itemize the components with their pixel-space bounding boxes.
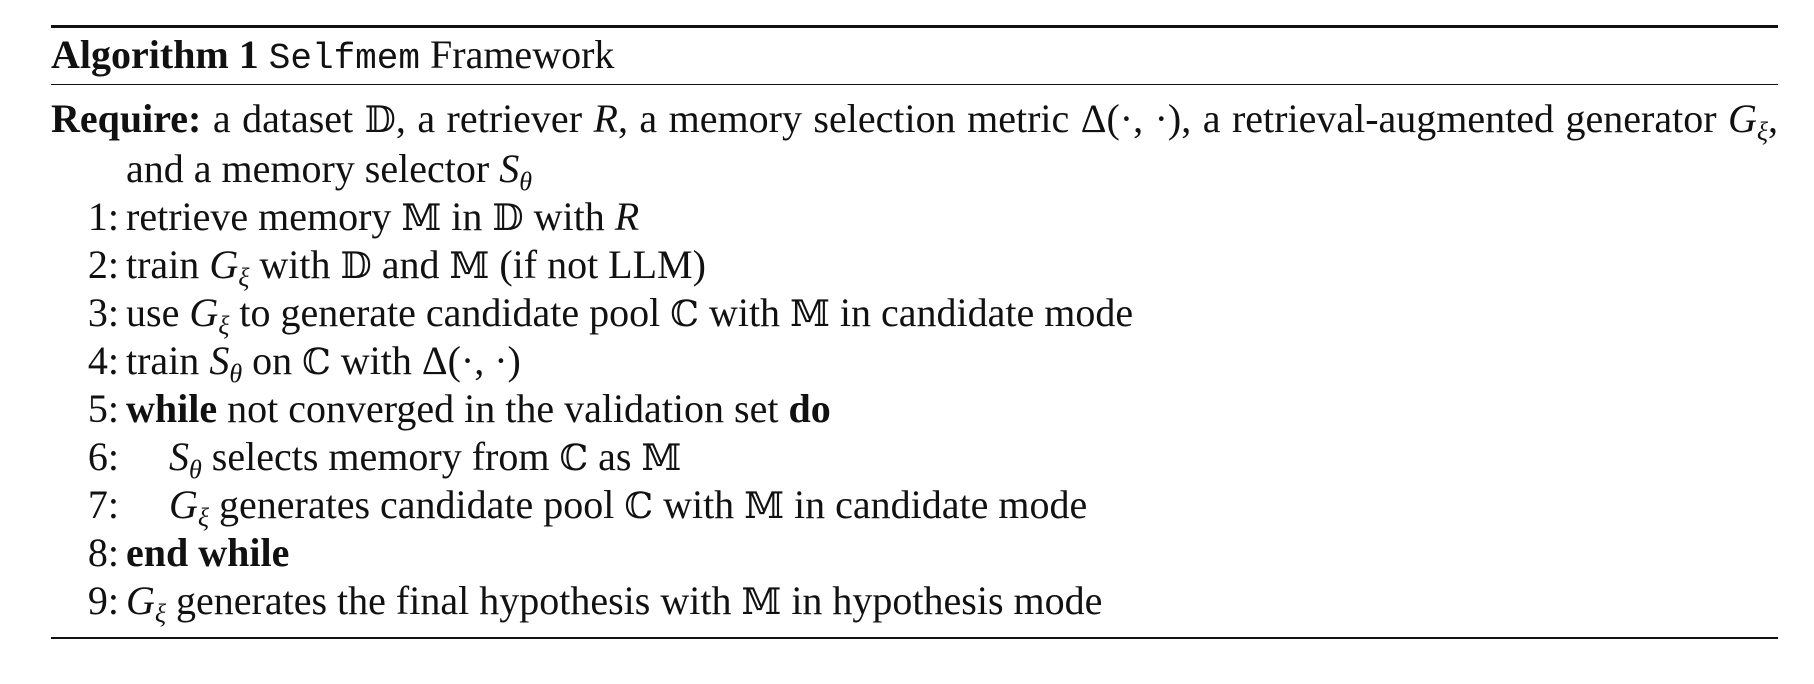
require-text: a dataset	[201, 96, 365, 141]
caption-rule	[51, 84, 1778, 85]
line-text: while not converged in the validation se…	[126, 386, 831, 431]
algorithm-line-7: 7: Gξ generates candidate pool ℂ with 𝕄 …	[51, 481, 1778, 532]
bottom-rule	[51, 637, 1778, 639]
line-number: 9:	[87, 578, 119, 623]
caption-label: Algorithm 1	[51, 32, 259, 77]
require-statement: Require: a dataset 𝔻, a retriever R, a m…	[51, 95, 1779, 196]
require-text: , a retriever	[395, 96, 594, 141]
line-number: 1:	[87, 194, 119, 239]
line-text: end while	[126, 530, 290, 575]
line-text: train Gξ with 𝔻 and 𝕄 (if not LLM)	[126, 242, 706, 292]
metric-symbol: Δ(·, ·)	[1080, 96, 1182, 141]
line-number: 3:	[87, 290, 119, 335]
selector-symbol: S	[499, 146, 520, 191]
line-text: Sθ selects memory from ℂ as 𝕄	[169, 434, 682, 484]
line-text: train Sθ on ℂ with Δ(·, ·)	[126, 338, 521, 388]
generator-symbol: G	[1728, 96, 1757, 141]
require-keyword: Require:	[51, 96, 202, 141]
algorithm-box: Algorithm 1 Selfmem Framework Require: a…	[51, 25, 1778, 639]
caption-name: Selfmem	[268, 38, 420, 79]
line-text: retrieve memory 𝕄 in 𝔻 with R	[126, 194, 640, 239]
algorithm-line-2: 2: train Gξ with 𝔻 and 𝕄 (if not LLM)	[51, 241, 1778, 292]
dataset-symbol: 𝔻	[364, 100, 396, 141]
algorithm-line-3: 3: use Gξ to generate candidate pool ℂ w…	[51, 289, 1778, 340]
algorithm-body: Require: a dataset 𝔻, a retriever R, a m…	[51, 85, 1779, 628]
line-text: use Gξ to generate candidate pool ℂ with…	[126, 290, 1134, 340]
line-number: 4:	[87, 338, 119, 383]
retriever-symbol: R	[593, 96, 618, 141]
line-text: Gξ generates the final hypothesis with 𝕄…	[126, 578, 1103, 628]
generator-subscript: ξ	[1756, 117, 1769, 146]
algorithm-line-5: 5: while not converged in the validation…	[51, 385, 1778, 433]
require-text: , a memory selection metric	[617, 96, 1081, 141]
line-number: 6:	[87, 434, 119, 479]
caption-suffix: Framework	[420, 32, 615, 77]
line-number: 5:	[87, 386, 119, 431]
algorithm-line-4: 4: train Sθ on ℂ with Δ(·, ·)	[51, 337, 1778, 388]
algorithm-line-8: 8: end while	[51, 529, 1778, 577]
selector-subscript: θ	[519, 167, 532, 196]
line-number: 7:	[87, 482, 119, 527]
algorithm-line-9: 9: Gξ generates the final hypothesis wit…	[51, 577, 1778, 628]
line-number: 2:	[87, 242, 119, 287]
line-text: Gξ generates candidate pool ℂ with 𝕄 in …	[169, 482, 1088, 532]
line-number: 8:	[87, 530, 119, 575]
algorithm-line-1: 1: retrieve memory 𝕄 in 𝔻 with R	[51, 193, 1778, 241]
algorithm-caption: Algorithm 1 Selfmem Framework	[51, 28, 1778, 84]
require-text: , a retrieval-augmented generator	[1181, 96, 1728, 141]
top-rule	[51, 25, 1778, 28]
require-text: , and a memory selector	[126, 96, 1779, 191]
algorithm-line-6: 6: Sθ selects memory from ℂ as 𝕄	[51, 433, 1778, 484]
